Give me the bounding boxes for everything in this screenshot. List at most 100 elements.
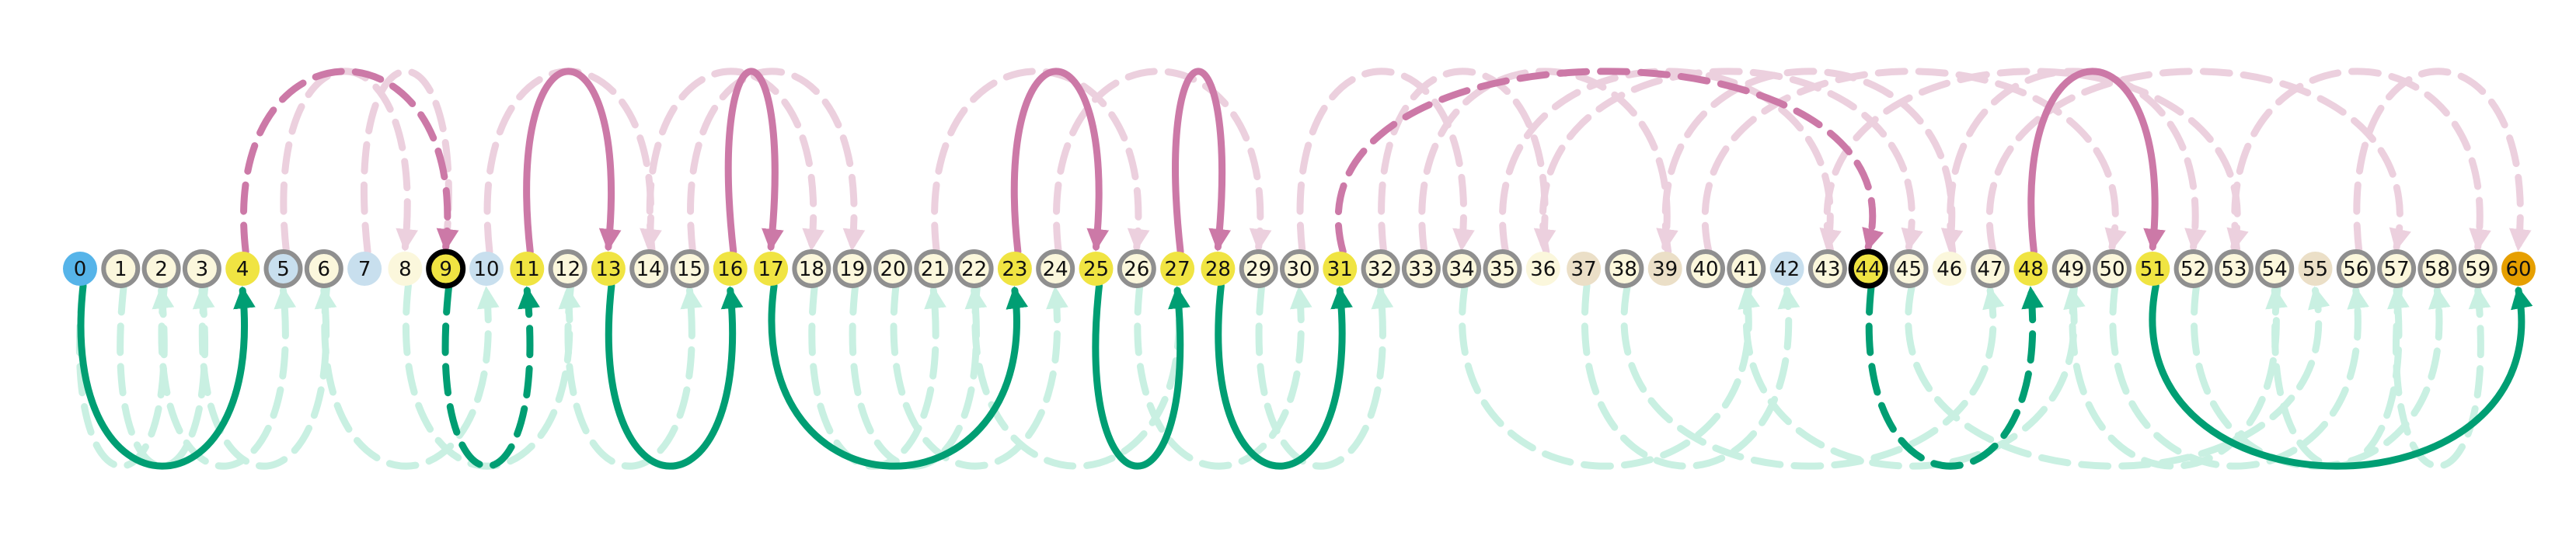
node-label: 25 — [1083, 258, 1109, 281]
faint-edge — [890, 282, 1068, 470]
node: 28 — [1201, 252, 1236, 286]
node-circle — [1036, 249, 1075, 288]
node: 34 — [1442, 249, 1482, 288]
node-label: 32 — [1368, 258, 1393, 281]
node: 27 — [1160, 252, 1195, 286]
node-label: 9 — [439, 258, 452, 281]
node: 16 — [713, 252, 748, 286]
node-circle — [954, 249, 994, 288]
node-label: 7 — [358, 258, 371, 281]
faint-edge — [1905, 282, 2330, 470]
faint-edge — [687, 68, 866, 256]
faint-edge — [2231, 68, 2491, 256]
path-edge — [1215, 282, 1353, 470]
node-label: 18 — [799, 258, 824, 281]
node: 47 — [1971, 249, 2010, 288]
node-label: 45 — [1896, 258, 1922, 281]
node-label: 16 — [717, 258, 743, 281]
faint-edge — [1947, 68, 2207, 256]
node-label: 57 — [2384, 258, 2410, 281]
node-label: 14 — [636, 258, 662, 281]
faint-edge — [1661, 68, 1964, 256]
node: 30 — [1280, 249, 1319, 288]
node-label: 55 — [2302, 258, 2328, 281]
node-label: 27 — [1165, 258, 1190, 281]
node-circle — [1280, 249, 1319, 288]
node: 32 — [1361, 249, 1400, 288]
node: 17 — [754, 252, 789, 286]
node-label: 49 — [2058, 258, 2084, 281]
node-label: 38 — [1612, 258, 1637, 281]
node-circle — [1401, 249, 1441, 288]
node: 22 — [954, 249, 994, 288]
node-label: 46 — [1936, 258, 1962, 281]
faint-edge — [1985, 68, 2411, 256]
node: 51 — [2135, 252, 2170, 286]
node-label: 12 — [555, 258, 580, 281]
node-label: 23 — [1002, 258, 1027, 281]
node: 15 — [670, 249, 709, 288]
node: 6 — [304, 249, 343, 288]
node-circle — [2458, 249, 2498, 288]
node: 14 — [629, 249, 669, 288]
node-label: 26 — [1124, 258, 1149, 281]
node-circle — [388, 252, 423, 286]
faint-edge — [1459, 282, 1760, 470]
node: 2 — [141, 249, 181, 288]
faint-edge — [971, 282, 1190, 470]
node-circle — [2417, 249, 2457, 288]
node-circle — [1889, 249, 1929, 288]
node-label: 50 — [2099, 258, 2125, 281]
path-edge — [724, 68, 784, 256]
faint-edge — [1134, 282, 1312, 470]
node: 7 — [347, 252, 382, 286]
node-label: 47 — [1978, 258, 2003, 281]
node: 24 — [1036, 249, 1075, 288]
node-circle — [2135, 252, 2170, 286]
node-label: 37 — [1571, 258, 1597, 281]
node-circle — [263, 249, 303, 288]
node: 45 — [1889, 249, 1929, 288]
path-edge — [441, 282, 540, 470]
node-circle — [792, 249, 831, 288]
faint-edge — [2109, 282, 2369, 470]
path-edge — [77, 282, 256, 470]
node-circle — [1848, 249, 1888, 289]
node: 9 — [426, 249, 466, 289]
node: 42 — [1769, 252, 1804, 286]
node-circle — [997, 252, 1032, 286]
node-circle — [1525, 252, 1560, 286]
node-circle — [873, 249, 912, 288]
node-label: 3 — [196, 258, 209, 281]
node-circle — [591, 252, 626, 286]
faint-edge — [280, 68, 418, 256]
node-circle — [2013, 252, 2048, 286]
faint-edge — [1620, 282, 2005, 470]
faint-edge — [1255, 282, 1394, 470]
node-circle — [754, 252, 789, 286]
faint-edge — [1296, 68, 1475, 256]
node-circle — [2173, 249, 2213, 288]
node-label: 13 — [595, 258, 621, 281]
node-circle — [1807, 249, 1847, 288]
node-circle — [1323, 252, 1358, 286]
node-circle — [304, 249, 343, 288]
faint-edge — [483, 68, 662, 256]
faint-edge — [564, 282, 703, 470]
node: 44 — [1848, 249, 1888, 289]
node-circle — [101, 249, 141, 288]
faint-edge — [2353, 68, 2532, 256]
node-label: 22 — [961, 258, 987, 281]
node-circle — [347, 252, 382, 286]
node-label: 56 — [2343, 258, 2369, 281]
node: 37 — [1567, 252, 1602, 286]
node: 20 — [873, 249, 912, 288]
faint-edge — [2271, 282, 2410, 470]
node-label: 31 — [1327, 258, 1353, 281]
node-circle — [1483, 249, 1522, 288]
node: 48 — [2013, 252, 2048, 286]
node: 29 — [1239, 249, 1278, 288]
node-label: 5 — [277, 258, 290, 281]
node-label: 2 — [155, 258, 168, 281]
node-label: 30 — [1286, 258, 1312, 281]
